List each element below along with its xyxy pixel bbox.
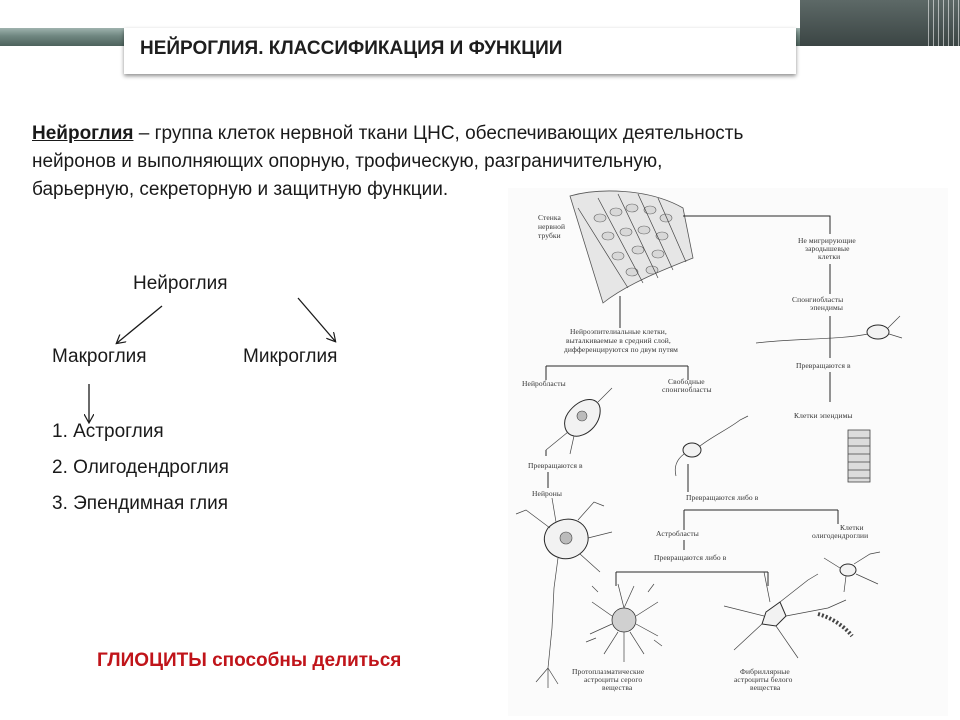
label-neuroepithelial-2: выталкиваемые в средний слой,: [566, 336, 671, 345]
label-turn-either-2: Превращаются либо в: [654, 553, 727, 562]
label-protoplasmic-3: вещества: [602, 683, 633, 692]
label-nonmigrating-3: клетки: [818, 252, 840, 261]
label-fibrous-3: вещества: [750, 683, 781, 692]
footer-note: ГЛИОЦИТЫ способны делиться: [97, 650, 401, 672]
label-free-spongio-2: спонгиобласты: [662, 385, 712, 394]
label-ependymocytes: Клетки эпендимы: [794, 411, 853, 420]
label-neuroepithelial-3: дифференцируются по двум путям: [564, 345, 678, 354]
footer-rest: способны делиться: [207, 650, 402, 671]
label-spongio-ependyma-2: эпендимы: [810, 303, 843, 312]
label-wall-1: Стенка: [538, 213, 562, 222]
label-turn-into-1: Превращаются в: [528, 461, 583, 470]
ependymocyte-column: [848, 430, 870, 482]
label-oligo-2: олигодендроглии: [812, 531, 868, 540]
label-neurons: Нейроны: [532, 489, 562, 498]
label-wall-2: нервной: [538, 222, 565, 231]
label-neuroepithelial-1: Нейроэпителиальные клетки,: [570, 327, 667, 336]
label-turn-into-2: Превращаются в: [796, 361, 851, 370]
footer-prefix: ГЛИОЦИТЫ: [97, 650, 207, 671]
arrow-to-microglia: [298, 298, 335, 341]
histogenesis-diagram: Стенка нервной трубки Не мигрирующие зар…: [508, 188, 948, 716]
label-astroblasts: Астробласты: [656, 529, 699, 538]
label-neuroblasts: Нейробласты: [522, 379, 566, 388]
arrow-to-macroglia: [117, 306, 162, 343]
label-wall-3: трубки: [538, 231, 561, 240]
label-turn-either-1: Превращаются либо в: [686, 493, 759, 502]
scan-background: [508, 188, 948, 716]
